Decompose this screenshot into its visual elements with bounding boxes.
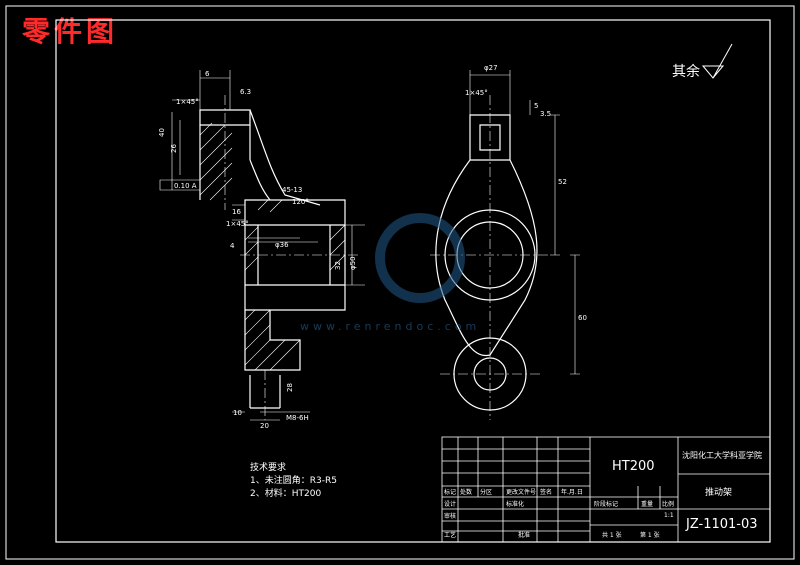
- svg-text:60: 60: [578, 314, 587, 322]
- svg-text:共 1 张: 共 1 张: [602, 531, 622, 539]
- front-view: [430, 95, 550, 420]
- section-dimension-text: 6 1×45° 6.3 40 26 0.10 A 45-13 120° 16 1…: [158, 70, 357, 430]
- svg-text:标准化: 标准化: [506, 500, 524, 508]
- inner-border: [55, 19, 771, 543]
- svg-text:处数: 处数: [460, 488, 472, 496]
- svg-text:0.10 A: 0.10 A: [174, 182, 197, 190]
- section-dimensions: [159, 70, 365, 421]
- svg-text:重量: 重量: [641, 500, 653, 508]
- svg-text:其余: 其余: [672, 63, 700, 80]
- svg-text:www.renrendoc.com: www.renrendoc.com: [300, 320, 480, 333]
- svg-text:φ27: φ27: [484, 64, 498, 72]
- svg-text:JZ-1101-03: JZ-1101-03: [685, 517, 758, 532]
- svg-text:45-13: 45-13: [282, 186, 302, 194]
- svg-text:HT200: HT200: [612, 459, 655, 474]
- svg-text:120°: 120°: [292, 198, 309, 206]
- svg-text:5: 5: [534, 102, 538, 110]
- tech-requirements: 技术要求 1、未注圆角：R3-R5 2、材料：HT200: [250, 461, 337, 499]
- svg-text:比例: 比例: [662, 500, 674, 508]
- svg-text:标记: 标记: [444, 488, 456, 496]
- svg-text:32: 32: [334, 261, 342, 270]
- svg-text:1:1: 1:1: [664, 512, 674, 519]
- svg-text:分区: 分区: [480, 488, 492, 496]
- svg-text:52: 52: [558, 178, 567, 186]
- svg-text:φ36: φ36: [275, 241, 289, 249]
- svg-text:第 1 张: 第 1 张: [640, 531, 660, 539]
- title-block-text: HT200 沈阳化工大学科亚学院 推动架 JZ-1101-03 1:1 共 1 …: [444, 450, 762, 539]
- svg-text:推动架: 推动架: [705, 486, 732, 498]
- front-dimension-text: φ27 1×45° 5 3.5 52 60: [465, 64, 587, 322]
- section-view: [199, 95, 360, 420]
- outer-border: [5, 5, 795, 560]
- svg-text:3.5: 3.5: [540, 110, 551, 118]
- svg-text:6: 6: [205, 70, 210, 78]
- svg-text:M8-6H: M8-6H: [286, 414, 309, 422]
- svg-text:设计: 设计: [444, 500, 456, 508]
- svg-text:4: 4: [230, 242, 235, 250]
- svg-text:审核: 审核: [444, 512, 456, 520]
- svg-text:签名: 签名: [540, 488, 552, 496]
- svg-text:10: 10: [233, 409, 242, 417]
- svg-text:16: 16: [232, 208, 241, 216]
- svg-text:6.3: 6.3: [240, 88, 251, 96]
- svg-text:1×45°: 1×45°: [226, 220, 249, 228]
- svg-text:26: 26: [170, 144, 178, 153]
- svg-text:更改文件号: 更改文件号: [506, 488, 536, 496]
- front-dimensions: [469, 70, 580, 375]
- svg-text:工艺: 工艺: [444, 531, 456, 539]
- svg-text:批准: 批准: [518, 531, 530, 539]
- svg-text:28: 28: [286, 383, 294, 392]
- svg-text:技术要求: 技术要求: [250, 461, 286, 473]
- svg-text:阶段标记: 阶段标记: [594, 500, 618, 508]
- svg-text:40: 40: [158, 128, 166, 137]
- svg-text:1×45°: 1×45°: [176, 98, 199, 106]
- svg-text:φ50: φ50: [349, 256, 357, 270]
- svg-text:1、未注圆角：R3-R5: 1、未注圆角：R3-R5: [250, 474, 337, 486]
- svg-text:年.月.日: 年.月.日: [561, 488, 583, 496]
- roughness-note: 其余: [672, 43, 733, 80]
- title-block-lines: [441, 436, 771, 543]
- svg-text:沈阳化工大学科亚学院: 沈阳化工大学科亚学院: [682, 450, 762, 460]
- watermark: www.renrendoc.com: [300, 213, 480, 333]
- svg-text:20: 20: [260, 422, 269, 430]
- svg-text:1×45°: 1×45°: [465, 89, 488, 97]
- svg-text:2、材料：HT200: 2、材料：HT200: [250, 487, 321, 499]
